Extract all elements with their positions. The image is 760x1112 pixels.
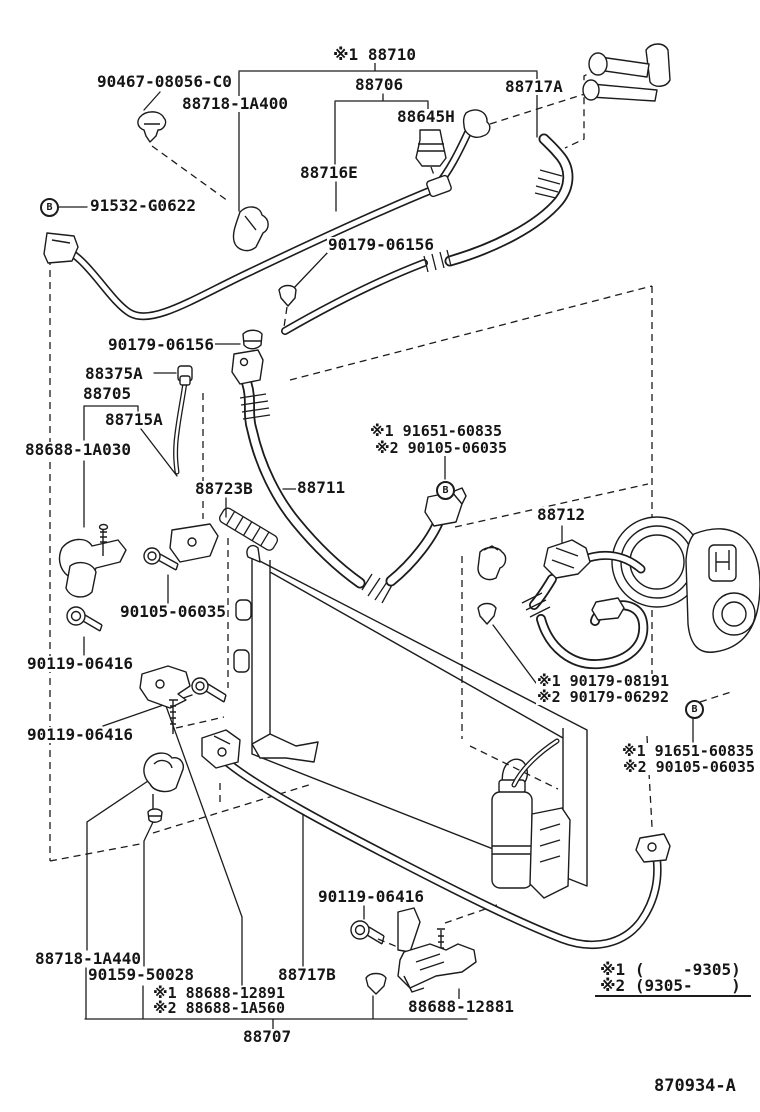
coupling-88711-mid	[361, 573, 393, 604]
part-label-90105-06035-mid: ※2 90105-06035	[374, 439, 508, 457]
part-label-90119-06416-c: 90119-06416	[317, 887, 425, 906]
suction-loop-fitting	[591, 597, 625, 621]
grommet-90179	[278, 284, 297, 307]
hose-clamp-upper	[462, 109, 491, 138]
fittings-and-fasteners	[43, 43, 671, 995]
part-label-90105-06035: 90105-06035	[119, 602, 227, 621]
part-label-91532-G0622: 91532-G0622	[89, 196, 197, 215]
part-label-88718-1A440: 88718-1A440	[34, 949, 142, 968]
pipe-end-fitting-left	[43, 232, 79, 264]
receiver-bracket	[529, 807, 571, 899]
grommet-90179-lower	[477, 602, 497, 625]
pressure-switch-88645h	[415, 129, 447, 167]
bolt-90119-3	[350, 920, 385, 945]
coupling-pipe-union	[423, 249, 452, 273]
bolt-symbol-b-3: B	[685, 700, 704, 719]
part-label-88712: 88712	[536, 505, 587, 524]
bolt-90119-2	[191, 677, 227, 703]
seal-strip-88723B	[219, 507, 278, 551]
part-label-90119-06416-b: 90119-06416	[26, 725, 134, 744]
part-label-88706: 88706	[354, 75, 405, 94]
part-label-88688-1A030: 88688-1A030	[24, 440, 132, 459]
part-label-88688-12881: 88688-12881	[407, 997, 515, 1016]
pipe-cap	[179, 375, 191, 386]
bolt-90119-1	[66, 606, 103, 632]
hose-88711-top-fitting	[231, 349, 264, 385]
figure-code: 870934-A	[654, 1076, 736, 1096]
part-label-90105-06035-br: ※2 90105-06035	[622, 758, 756, 776]
pipe-union-block	[426, 174, 452, 198]
part-label-88717A: 88717A	[504, 77, 564, 96]
receiver-drier	[491, 758, 571, 899]
firewall-fitting	[582, 43, 671, 102]
bolt-symbol-b-1: B	[40, 198, 59, 217]
bolt-symbol-b-2: B	[436, 481, 455, 500]
part-label-88711: 88711	[296, 478, 347, 497]
coupling-88717a	[534, 169, 563, 199]
part-label-88645H: 88645H	[396, 107, 456, 126]
nut-90179	[242, 329, 263, 350]
part-label-88375A: 88375A	[84, 364, 144, 383]
grommet-bottom	[365, 972, 387, 995]
suction-fitting-88712	[543, 539, 591, 579]
part-label-91651-60835-mid: ※1 91651-60835	[369, 422, 503, 440]
push-clip-90467	[137, 111, 167, 143]
compressor	[611, 516, 760, 653]
stud-90159	[147, 794, 163, 823]
part-label-90119-06416-a: 90119-06416	[26, 654, 134, 673]
footnote-1: ※1 ( -9305)	[599, 960, 742, 979]
hose-couplings	[239, 169, 563, 618]
bracket-assembly-88705	[58, 523, 219, 598]
part-label-90467-08056: 90467-08056-C0	[96, 72, 233, 91]
part-label-90179-08191: ※1 90179-08191	[536, 672, 670, 690]
bolt-90105	[143, 547, 179, 571]
part-label-90159-50028: 90159-50028	[87, 965, 195, 984]
part-label-88723B: 88723B	[194, 479, 254, 498]
part-label-88707: 88707	[242, 1027, 293, 1046]
part-label-90179-06156-b: 90179-06156	[107, 335, 215, 354]
clamp-88718-1a440	[143, 752, 184, 793]
footnote-underline	[595, 995, 751, 997]
footnote-2: ※2 (9305- )	[599, 976, 742, 995]
part-label-88715A: 88715A	[104, 410, 164, 429]
leader-lines	[56, 62, 694, 1030]
part-label-88710: ※1 88710	[332, 45, 417, 64]
coupling-88711-top	[239, 393, 271, 420]
part-label-88717B: 88717B	[277, 965, 337, 984]
part-label-90179-06292: ※2 90179-06292	[536, 688, 670, 706]
part-label-88718-1A400: 88718-1A400	[181, 94, 289, 113]
bracket-88688-12881	[397, 907, 477, 993]
mount-bracket-88688	[139, 665, 191, 734]
part-label-90179-06156-a: 90179-06156	[327, 235, 435, 254]
part-label-91651-60835-br: ※1 91651-60835	[621, 742, 755, 760]
coupling-88712	[521, 592, 551, 618]
part-label-88705: 88705	[82, 384, 133, 403]
condenser-foot-bracket	[251, 733, 319, 763]
dashed-guide-lines	[49, 68, 735, 951]
part-label-88688-12891: ※1 88688-12891	[152, 984, 286, 1002]
clamp-88718-1a400	[232, 206, 269, 252]
clamp-88712	[477, 545, 507, 581]
part-label-88688-1A560: ※2 88688-1A560	[152, 999, 286, 1017]
part-label-88716E: 88716E	[299, 163, 359, 182]
